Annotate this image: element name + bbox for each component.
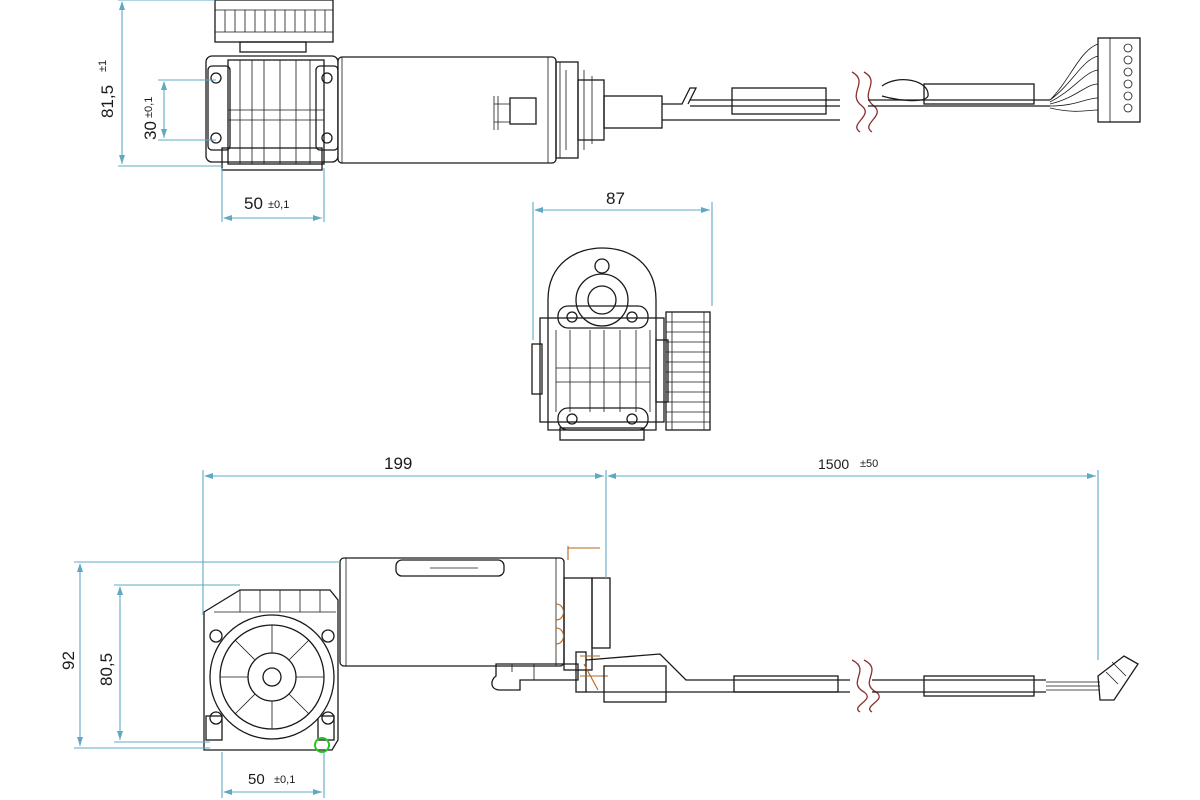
top-dim-bore-tol: ±0,1 [143, 97, 155, 118]
top-pulley [214, 0, 334, 53]
top-cable [662, 37, 1141, 133]
end-dim-width-value: 87 [606, 189, 625, 208]
side-dim-cable-tol: ±50 [860, 458, 878, 470]
end-dim-width: 87 [532, 189, 713, 340]
highlight-marker [314, 737, 330, 753]
top-gearbox [205, 55, 339, 171]
top-dim-bore-value: 30 [141, 121, 160, 140]
side-dim-length-value: 199 [384, 454, 412, 473]
side-dim-height2: 80,5 [97, 584, 240, 743]
end-housing [531, 247, 665, 441]
side-dim-width-tol: ±0,1 [274, 774, 295, 786]
top-dim-height-value: 81,5 [98, 85, 117, 118]
top-dim-width: 50 ±0,1 [221, 168, 325, 222]
side-dim-width-value: 50 [248, 771, 265, 788]
top-dim-height: 81,5 ±1 [97, 0, 222, 167]
top-motor [337, 56, 663, 164]
side-view: 199 1500 ±50 92 80,5 50 ±0,1 [59, 454, 1139, 798]
end-pulley [655, 311, 711, 431]
side-dim-cable-value: 1500 [818, 456, 849, 472]
top-dim-height-tol: ±1 [97, 60, 109, 72]
side-dim-height2-value: 80,5 [97, 653, 116, 686]
top-dim-width-tol: ±0,1 [268, 199, 289, 211]
side-motor [339, 546, 611, 693]
side-dim-cable: 1500 ±50 [607, 456, 1099, 660]
end-view: 87 [531, 189, 713, 441]
side-dim-height: 92 [59, 561, 340, 749]
side-dim-height-value: 92 [59, 651, 78, 670]
top-dim-width-value: 50 [244, 194, 263, 213]
top-dim-bore: 30 ±0,1 [141, 79, 216, 141]
side-dim-width: 50 ±0,1 [221, 752, 325, 798]
side-gearbox [203, 589, 339, 751]
side-dim-length: 199 [202, 454, 607, 615]
top-view: 81,5 ±1 30 ±0,1 50 ±0,1 [97, 0, 1141, 222]
side-cable [585, 653, 1139, 713]
